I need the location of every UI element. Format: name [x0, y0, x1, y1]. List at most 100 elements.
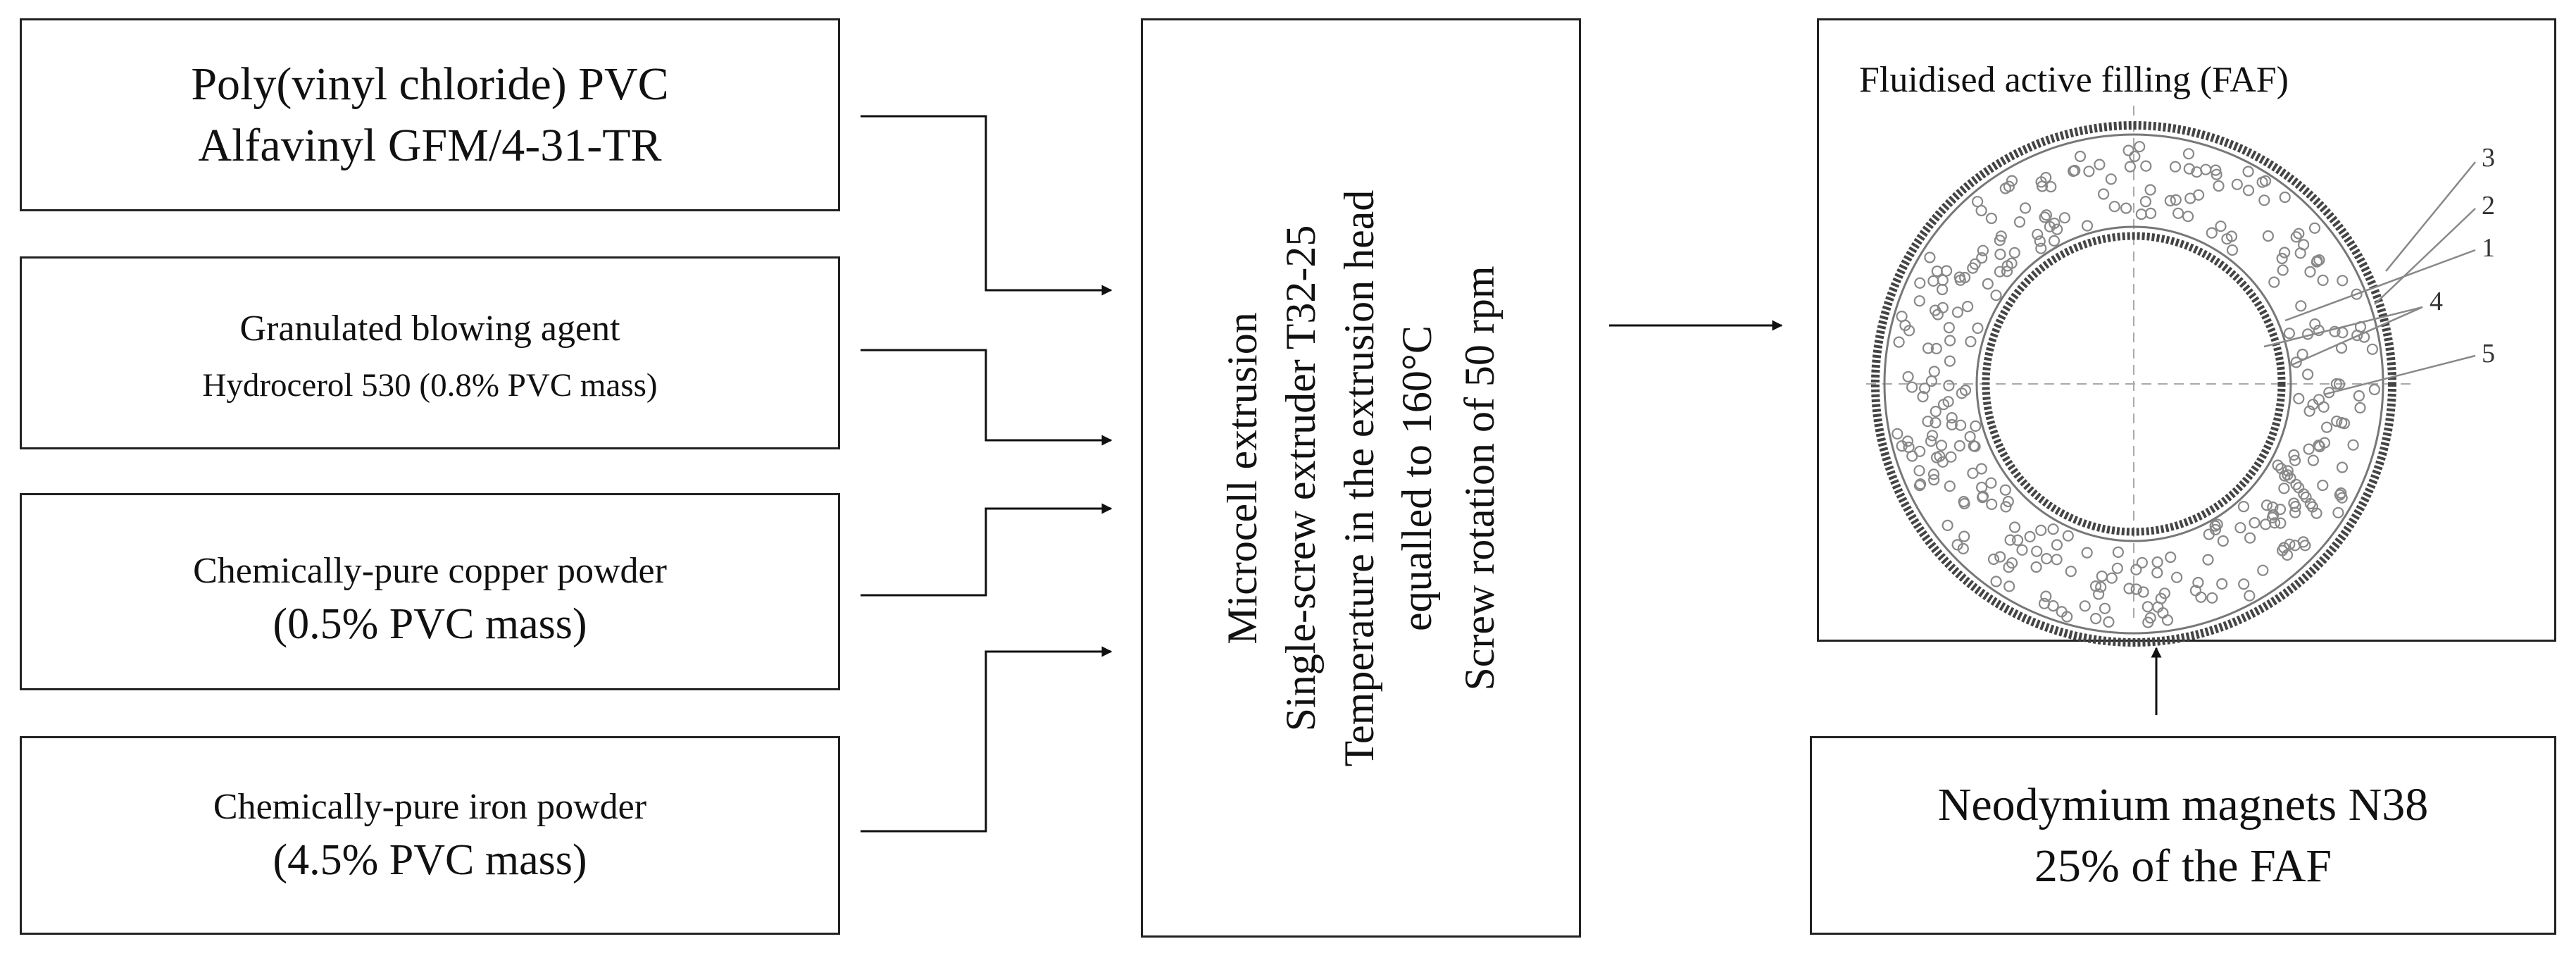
granule	[1922, 342, 1934, 354]
granule	[1906, 450, 1918, 462]
granule	[2354, 402, 2366, 414]
granule	[2284, 538, 2296, 550]
granule	[2290, 356, 2302, 368]
granule	[1913, 465, 1925, 477]
input-box-blowing-agent: Granulated blowing agent Hydrocerol 530 …	[20, 256, 840, 449]
granule	[2169, 161, 2182, 173]
granule	[2058, 212, 2070, 224]
granule	[2302, 368, 2314, 380]
granule	[2002, 495, 2014, 508]
granule	[2003, 561, 2015, 573]
granule	[2164, 194, 2176, 207]
granule	[1955, 419, 1967, 431]
granule	[2098, 188, 2110, 200]
granule	[2090, 612, 2102, 625]
granule	[2275, 517, 2287, 529]
granule	[2234, 522, 2246, 534]
granule	[2279, 191, 2291, 204]
granule	[1977, 490, 1989, 502]
granule	[2290, 478, 2302, 490]
granule	[2311, 507, 2322, 519]
granule	[1999, 484, 2011, 496]
granule	[1944, 480, 1956, 492]
granule	[1928, 366, 1940, 378]
granule	[1970, 420, 1982, 433]
granule	[2096, 570, 2108, 583]
granule	[1958, 530, 1970, 542]
granule	[2106, 572, 2118, 584]
granule	[2283, 328, 2295, 340]
granule	[2161, 614, 2174, 626]
faf-title: Fluidised active filling (FAF)	[1859, 60, 2289, 100]
granule	[1958, 495, 1970, 508]
granule	[2049, 217, 2061, 230]
granule	[1953, 440, 1965, 452]
granule	[2035, 242, 2047, 254]
granule	[1892, 428, 1903, 440]
callout-4: 4	[2430, 287, 2443, 316]
granule	[2065, 565, 2077, 578]
granule	[2130, 564, 2142, 576]
granule	[2136, 556, 2148, 568]
granule	[2184, 192, 2196, 204]
granule	[2217, 535, 2229, 547]
granule	[1951, 539, 1963, 551]
granule	[2001, 266, 2013, 278]
granule	[1994, 551, 2006, 563]
granule	[1987, 553, 2000, 566]
granule	[2277, 264, 2289, 276]
granule	[1922, 416, 1934, 428]
faf-box	[1817, 18, 2556, 642]
granule	[2145, 207, 2157, 219]
granule	[2182, 148, 2195, 160]
granule	[2045, 181, 2057, 193]
magnets-box: Neodymium magnets N38 25% of the FAF	[1810, 736, 2556, 935]
granule	[2035, 524, 2047, 537]
granule	[2298, 239, 2310, 251]
granule	[2288, 449, 2300, 461]
granule	[2074, 150, 2087, 163]
granule	[2140, 160, 2152, 172]
granule	[2238, 578, 2250, 590]
granule	[1985, 212, 1997, 225]
granule	[2192, 576, 2204, 589]
granule	[1942, 519, 1953, 532]
granule	[2135, 209, 2147, 220]
granule	[2213, 180, 2225, 192]
granule	[2124, 161, 2136, 173]
granule	[2112, 546, 2124, 559]
granule	[2237, 500, 2250, 513]
connector-blowing	[861, 349, 1113, 446]
granule	[2031, 545, 2043, 557]
granule	[2330, 378, 2342, 390]
granule	[2274, 503, 2287, 516]
granule	[1967, 262, 1979, 274]
granule	[1917, 390, 1929, 403]
granule	[2079, 600, 2091, 612]
input-pvc-line1: Poly(vinyl chloride) PVC	[191, 58, 669, 110]
granule	[2000, 501, 2012, 513]
granule	[1972, 322, 1984, 334]
granule	[1914, 277, 1926, 289]
granule	[1962, 301, 1974, 313]
granule	[1951, 306, 1963, 318]
granule	[1946, 418, 1958, 431]
granule	[2099, 602, 2111, 614]
granule	[1937, 399, 1950, 411]
granule	[2318, 401, 2330, 413]
granule	[1944, 335, 1956, 347]
granule	[2256, 176, 2268, 188]
granule	[1913, 480, 1926, 492]
granule	[2307, 454, 2319, 466]
granule	[1956, 387, 1968, 399]
granule	[2108, 201, 2120, 213]
granule	[2353, 390, 2365, 402]
granule	[2139, 196, 2151, 208]
granule	[2170, 194, 2182, 206]
granule	[2083, 166, 2095, 178]
granule	[2040, 590, 2052, 602]
granule	[1972, 196, 1984, 208]
granule	[2242, 185, 2255, 197]
granule	[1937, 274, 1949, 286]
granule	[2336, 416, 2348, 429]
